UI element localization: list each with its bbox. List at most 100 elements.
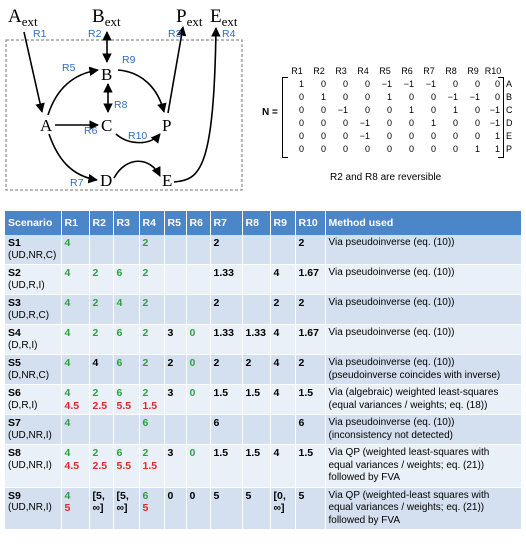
scenario-properties: (D,R,I) xyxy=(8,399,38,411)
flux-cell-r1: 4 xyxy=(61,264,90,295)
method-line: Via pseudoinverse (eq. (10)) xyxy=(328,237,455,248)
matrix-cell: 0 xyxy=(430,144,436,154)
flux-value: 0 xyxy=(189,489,196,502)
scenario-name: S7 xyxy=(8,417,21,429)
matrix-cell: 0 xyxy=(408,118,414,128)
flux-cell-r10: 2 xyxy=(295,294,326,325)
method-cell: Via pseudoinverse (eq. (10))(pseudoinver… xyxy=(325,354,522,385)
flux-cell-r5: 3 xyxy=(164,384,187,415)
ext-E-label: Eext xyxy=(210,6,238,29)
node-A: A xyxy=(40,116,53,135)
matrix-cell: 1 xyxy=(452,105,458,115)
label-R8: R8 xyxy=(114,99,128,111)
label-R6: R6 xyxy=(84,125,98,137)
flux-value: ∞] xyxy=(116,502,128,514)
measured-value: 6 xyxy=(142,489,149,502)
flux-cell-r9: 2 xyxy=(270,294,296,325)
matrix-row-label: A xyxy=(506,79,513,89)
matrix-cell: 0 xyxy=(320,105,326,115)
measured-value: 4 xyxy=(64,417,71,429)
method-line: Via pseudoinverse (eq. (10)) xyxy=(328,267,455,278)
matrix-cell: −1 xyxy=(359,118,370,128)
measured-value: 2 xyxy=(142,327,149,339)
measured-value: 2 xyxy=(92,297,99,309)
node-D: D xyxy=(100,171,112,190)
matrix-cell: 0 xyxy=(298,92,304,102)
measured-value: 2 xyxy=(142,297,149,309)
method-cell: Via pseudoinverse (eq. (10)) xyxy=(325,264,522,295)
scenario-name: S2 xyxy=(8,267,21,279)
flux-cell-r7: 6 xyxy=(210,414,243,445)
flux-cell-r10: 1.5 xyxy=(295,444,326,488)
method-cell: Via pseudoinverse (eq. (10)) xyxy=(325,235,522,265)
reversibility-note: R2 and R8 are reversible xyxy=(330,172,442,183)
matrix-cell: 0 xyxy=(320,131,326,141)
matrix-cell: −1 xyxy=(469,92,480,102)
arrow-R3 xyxy=(167,26,187,114)
measured-value: 4 xyxy=(64,237,71,249)
label-R7: R7 xyxy=(70,177,84,189)
flux-cell-r2 xyxy=(89,235,114,265)
flux-value: 2 xyxy=(298,237,305,249)
measured-value: 4 xyxy=(116,297,123,309)
flux-cell-r2: 2 xyxy=(89,324,114,355)
flux-cell-r2: [5,∞] xyxy=(89,487,114,530)
flux-cell-r9 xyxy=(270,414,296,445)
label-R1: R1 xyxy=(33,28,47,40)
flux-cell-r9: 4 xyxy=(270,264,296,295)
flux-cell-r10: 6 xyxy=(295,414,326,445)
matrix-col-header: R9 xyxy=(467,66,479,76)
flux-cell-r9: 4 xyxy=(270,384,296,415)
matrix-cell: 0 xyxy=(474,118,480,128)
measured-value: 0 xyxy=(189,387,196,399)
adjusted-value: 2.5 xyxy=(92,399,108,412)
flux-cell-r5 xyxy=(164,235,187,265)
scenario-cell: S7(UD,NR,I) xyxy=(5,414,62,445)
flux-value: 1.5 xyxy=(213,387,229,399)
matrix-cell: 0 xyxy=(298,144,304,154)
measured-value: 4 xyxy=(64,267,71,279)
matrix-cell: 0 xyxy=(494,92,500,102)
measured-value: 2 xyxy=(92,447,99,459)
flux-cell-r1: 4 xyxy=(61,324,90,355)
measured-value: 6 xyxy=(116,327,123,339)
flux-cell-r2: 2 xyxy=(89,264,114,295)
flux-cell-r3: 6 xyxy=(113,324,140,355)
flux-cell-r6: 0 xyxy=(186,354,211,385)
scenario-properties: (D,R,I) xyxy=(8,339,38,351)
flux-cell-r9 xyxy=(270,235,296,265)
scenario-cell: S1(UD,NR,C) xyxy=(5,235,62,265)
measured-value: 2 xyxy=(142,237,149,249)
label-R10: R10 xyxy=(128,130,147,142)
flux-cell-r10: 1.67 xyxy=(295,264,326,295)
arrow-R10-C xyxy=(115,133,161,144)
label-R2: R2 xyxy=(88,28,102,40)
scenario-cell: S3(UD,R,C) xyxy=(5,294,62,325)
matrix-cell: 0 xyxy=(298,105,304,115)
scenario-cell: S6(D,R,I) xyxy=(5,384,62,415)
measured-value: 4 xyxy=(64,387,71,399)
matrix-cell: −1 xyxy=(425,79,436,89)
flux-cell-r3 xyxy=(113,235,140,265)
measured-value: 2 xyxy=(142,447,149,459)
measured-value: 0 xyxy=(189,357,196,369)
flux-cell-r6: 0 xyxy=(186,384,211,415)
matrix-col-header: R6 xyxy=(401,66,413,76)
flux-cell-r7: 2 xyxy=(210,235,243,265)
flux-cell-r3: 6 xyxy=(113,264,140,295)
flux-cell-r5: 2 xyxy=(164,354,187,385)
flux-cell-r4: 2 xyxy=(139,235,165,265)
flux-cell-r3: [5,∞] xyxy=(113,487,140,530)
arrow-R7 xyxy=(48,133,98,184)
matrix-row-label: B xyxy=(506,92,513,102)
label-R5: R5 xyxy=(62,62,76,74)
matrix-cell: 0 xyxy=(364,79,370,89)
matrix-cell: 1 xyxy=(494,131,500,141)
